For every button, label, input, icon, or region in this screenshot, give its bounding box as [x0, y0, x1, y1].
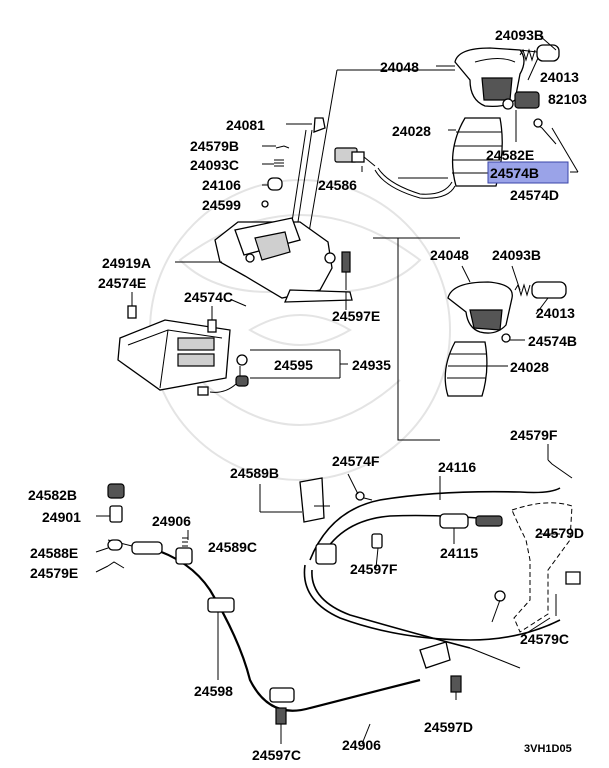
label-24579D: 24579D: [535, 525, 584, 541]
label-24906-top: 24906: [152, 513, 191, 529]
label-24574B-highlight: 24574B: [490, 165, 539, 181]
screw-24574C: [207, 306, 217, 333]
label-24597D: 24597D: [424, 719, 473, 735]
label-24013-top: 24013: [540, 69, 579, 85]
label-24093C: 24093C: [190, 157, 239, 173]
label-24597F: 24597F: [350, 561, 398, 577]
screw-24574B-mid: [501, 333, 525, 343]
label-24106: 24106: [202, 177, 241, 193]
knob-boot-mid: [444, 341, 488, 397]
label-24579C: 24579C: [520, 631, 569, 647]
label-24048-top: 24048: [380, 59, 419, 75]
knob-wire-harness: [374, 167, 456, 199]
label-24093B-mid: 24093B: [492, 247, 541, 263]
label-24093B-top: 24093B: [495, 27, 544, 43]
label-24579E: 24579E: [30, 565, 78, 581]
lever-bracket-24919A: [214, 217, 353, 303]
label-24574B-mid: 24574B: [528, 333, 577, 349]
screw-24574E: [127, 292, 137, 319]
label-24597E: 24597E: [332, 308, 380, 324]
label-24935: 24935: [352, 357, 391, 373]
cable-clamp-24598: [207, 597, 295, 703]
label-24586: 24586: [318, 177, 357, 193]
cable-24116-24115: [303, 487, 561, 649]
label-24013-mid: 24013: [536, 305, 575, 321]
shift-knob-top: [454, 47, 525, 108]
bracket-line-24595: [250, 349, 348, 379]
label-24589C: 24589C: [208, 539, 257, 555]
lever-plate-24579D: [511, 459, 581, 633]
bolt-24597F: [371, 533, 383, 549]
label-24598: 24598: [194, 683, 233, 699]
knob-group-outline: [307, 69, 460, 441]
bolt-24597E: [341, 251, 351, 290]
connector-24586: [334, 147, 376, 167]
cable-end-lower: [419, 590, 521, 669]
small-parts-column: [261, 145, 290, 208]
label-24595: 24595: [274, 357, 313, 373]
bolt-24574F: [355, 491, 373, 501]
left-cable-end-parts: [107, 483, 188, 569]
label-24901: 24901: [42, 509, 81, 525]
label-24919A: 24919A: [102, 255, 151, 271]
label-24579B: 24579B: [190, 138, 239, 154]
spring-top: [519, 48, 536, 62]
label-24081: 24081: [226, 117, 265, 133]
label-24574F: 24574F: [332, 453, 380, 469]
label-82103: 82103: [548, 91, 587, 107]
label-24579F: 24579F: [510, 427, 558, 443]
label-24589B: 24589B: [230, 465, 279, 481]
label-24115: 24115: [440, 545, 478, 561]
diagram-code: 3VH1D05: [524, 743, 572, 755]
highlight-24574B: [487, 161, 569, 184]
label-24582E: 24582E: [486, 147, 534, 163]
label-24574D: 24574D: [510, 187, 559, 203]
leader-lines: [95, 65, 579, 745]
shift-knob-mid: [447, 281, 513, 334]
screw-24574D: [533, 118, 557, 145]
label-24588E: 24588E: [30, 545, 78, 561]
label-24028-top: 24028: [392, 123, 431, 139]
bracket-24589B: [259, 477, 325, 523]
lever-rod: [289, 117, 326, 236]
part-labels: 24093B 24048 24013 82103 24028 24582E 24…: [28, 27, 587, 763]
label-24028-mid: 24028: [510, 359, 549, 375]
knob-button-mid: [531, 281, 567, 299]
switch-82103: [502, 91, 540, 110]
label-24048-mid: 24048: [430, 247, 469, 263]
label-24574C: 24574C: [184, 289, 233, 305]
bolt-24597D: [450, 675, 462, 693]
indicator-panel-24935: [117, 319, 231, 391]
bolt-24597C: [275, 707, 287, 725]
bulb-24595: [197, 354, 249, 396]
label-ticks: [231, 35, 557, 507]
spring-mid: [514, 283, 531, 297]
label-24116: 24116: [438, 459, 476, 475]
label-24906-bottom: 24906: [342, 737, 381, 753]
label-24599: 24599: [202, 197, 241, 213]
label-24582B: 24582B: [28, 487, 77, 503]
label-24597C: 24597C: [252, 747, 301, 763]
label-24574E: 24574E: [98, 275, 146, 291]
